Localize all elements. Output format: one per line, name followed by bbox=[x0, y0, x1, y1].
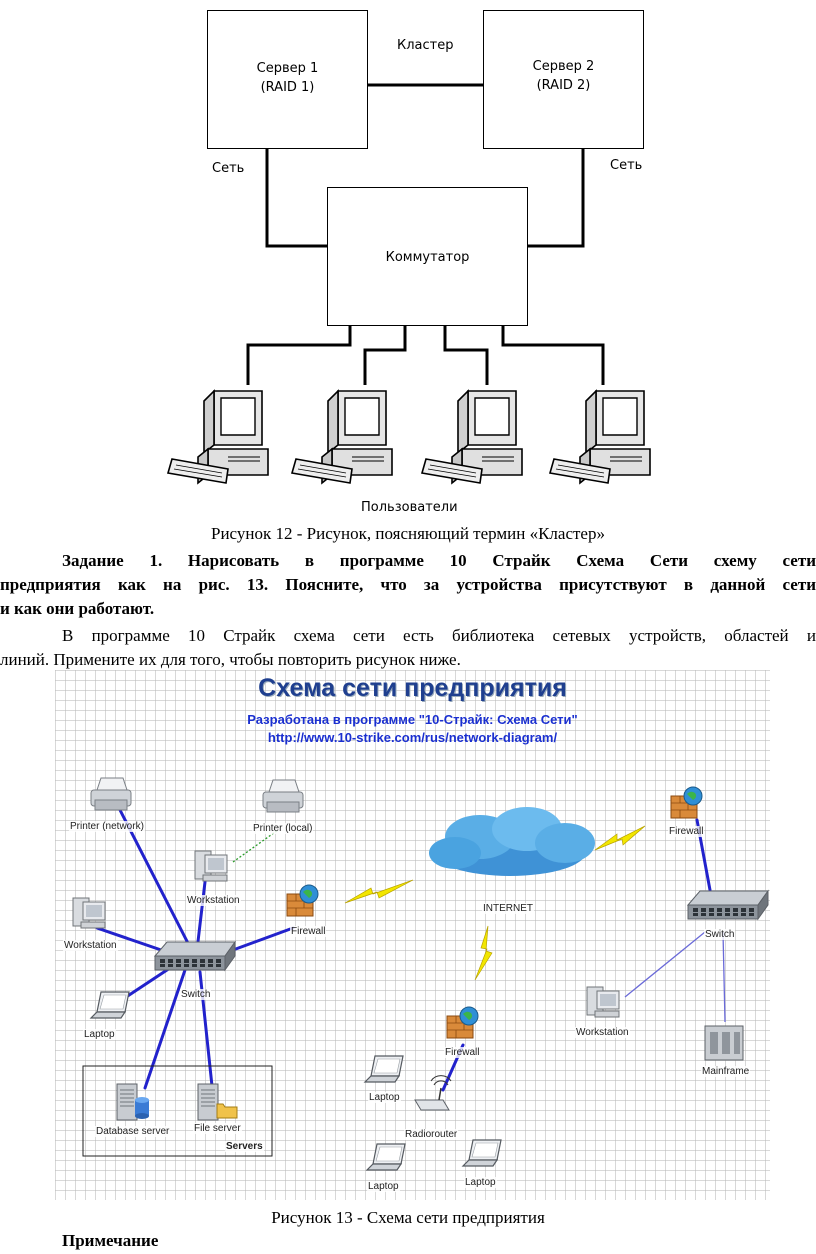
server-1-box: Сервер 1 (RAID 1) bbox=[207, 10, 368, 149]
figure-12-caption: Рисунок 12 - Рисунок, поясняющий термин … bbox=[211, 524, 605, 543]
task-line-3: и как они работают. bbox=[0, 599, 155, 618]
switch-right-icon bbox=[687, 890, 769, 920]
task-line-2: предприятия как на рис. 13. Поясните, чт… bbox=[0, 575, 816, 594]
laptop-left-icon bbox=[90, 991, 130, 1019]
database-server-icon bbox=[116, 1083, 138, 1121]
switch-label: Коммутатор bbox=[385, 250, 470, 265]
local-printer-icon bbox=[262, 779, 304, 813]
workstation-left-icon bbox=[72, 897, 106, 929]
network-printer-icon bbox=[90, 777, 132, 811]
diagram-icons bbox=[72, 777, 769, 1171]
diagram-title: Схема сети предприятия bbox=[258, 674, 567, 702]
server-1-raid: (RAID 1) bbox=[260, 80, 315, 95]
mainframe-icon bbox=[704, 1025, 744, 1061]
network-label-right: Сеть bbox=[610, 158, 643, 173]
label-switch-right: Switch bbox=[704, 929, 736, 940]
label-mainframe: Mainframe bbox=[701, 1066, 751, 1077]
label-workstation-right: Workstation bbox=[575, 1027, 630, 1038]
server-2-raid: (RAID 2) bbox=[536, 78, 591, 93]
diagram-links bbox=[82, 807, 726, 1157]
radiorouter-icon bbox=[414, 1075, 452, 1111]
label-laptop-left: Laptop bbox=[83, 1029, 116, 1040]
network-label-left: Сеть bbox=[212, 161, 245, 176]
figure-13-network-diagram: Схема сети предприятия Разработана в про… bbox=[55, 670, 770, 1200]
folder-icon bbox=[216, 1103, 238, 1119]
label-firewall-left: Firewall bbox=[290, 926, 327, 937]
label-workstation-top: Workstation bbox=[186, 895, 241, 906]
user-computers bbox=[167, 390, 651, 484]
label-laptop-bottom-left: Laptop bbox=[367, 1181, 400, 1192]
note-heading: Примечание bbox=[62, 1231, 159, 1250]
server-2-box: Сервер 2 (RAID 2) bbox=[483, 10, 644, 149]
label-workstation-left: Workstation bbox=[63, 940, 118, 951]
paragraph-line-1: В программе 10 Страйк схема сети есть би… bbox=[62, 626, 816, 645]
label-internet: INTERNET bbox=[482, 903, 534, 914]
laptop-bottom-left-icon bbox=[366, 1143, 406, 1171]
label-switch-left: Switch bbox=[180, 989, 212, 1000]
label-firewall-right: Firewall bbox=[668, 826, 705, 837]
task-line-1: Задание 1. Нарисовать в программе 10 Стр… bbox=[62, 551, 816, 570]
firewall-right-icon bbox=[670, 786, 703, 819]
label-file-server: File server bbox=[193, 1123, 242, 1134]
figure-12: Сервер 1 (RAID 1) Сервер 2 (RAID 2) Клас… bbox=[0, 0, 816, 520]
users-label: Пользователи bbox=[361, 500, 458, 515]
label-printer-local: Printer (local) bbox=[252, 823, 314, 834]
label-laptop-mid: Laptop bbox=[368, 1092, 401, 1103]
workstation-right-icon bbox=[586, 986, 620, 1018]
laptop-bottom-right-icon bbox=[462, 1139, 502, 1167]
diagram-subtitle: Разработана в программе "10-Страйк: Схем… bbox=[247, 712, 578, 727]
server-2-name: Сервер 2 bbox=[532, 59, 595, 74]
workstation-top-icon bbox=[194, 850, 228, 882]
switch-left-icon bbox=[154, 941, 236, 971]
switch-box: Коммутатор bbox=[327, 187, 528, 326]
paragraph-line-2: линий. Примените их для того, чтобы повт… bbox=[0, 650, 461, 669]
diagram-url: http://www.10-strike.com/rus/network-dia… bbox=[267, 730, 558, 745]
server-1-name: Сервер 1 bbox=[256, 61, 319, 76]
firewall-left-icon bbox=[286, 884, 319, 917]
label-radiorouter: Radiorouter bbox=[404, 1129, 459, 1140]
label-firewall-bottom: Firewall bbox=[444, 1047, 481, 1058]
figure-12-connections bbox=[246, 83, 605, 385]
database-cylinder-icon bbox=[135, 1097, 149, 1119]
label-database-server: Database server bbox=[95, 1126, 171, 1137]
laptop-mid-icon bbox=[364, 1055, 404, 1083]
figure-13-caption: Рисунок 13 - Схема сети предприятия bbox=[271, 1208, 545, 1227]
label-laptop-bottom-right: Laptop bbox=[464, 1177, 497, 1188]
label-printer-network: Printer (network) bbox=[69, 821, 145, 832]
cluster-label: Кластер bbox=[397, 38, 454, 53]
internet-cloud-icon bbox=[429, 807, 595, 876]
firewall-bottom-icon bbox=[446, 1006, 479, 1039]
label-servers-group: Servers bbox=[225, 1141, 264, 1152]
file-server-icon bbox=[197, 1083, 219, 1121]
